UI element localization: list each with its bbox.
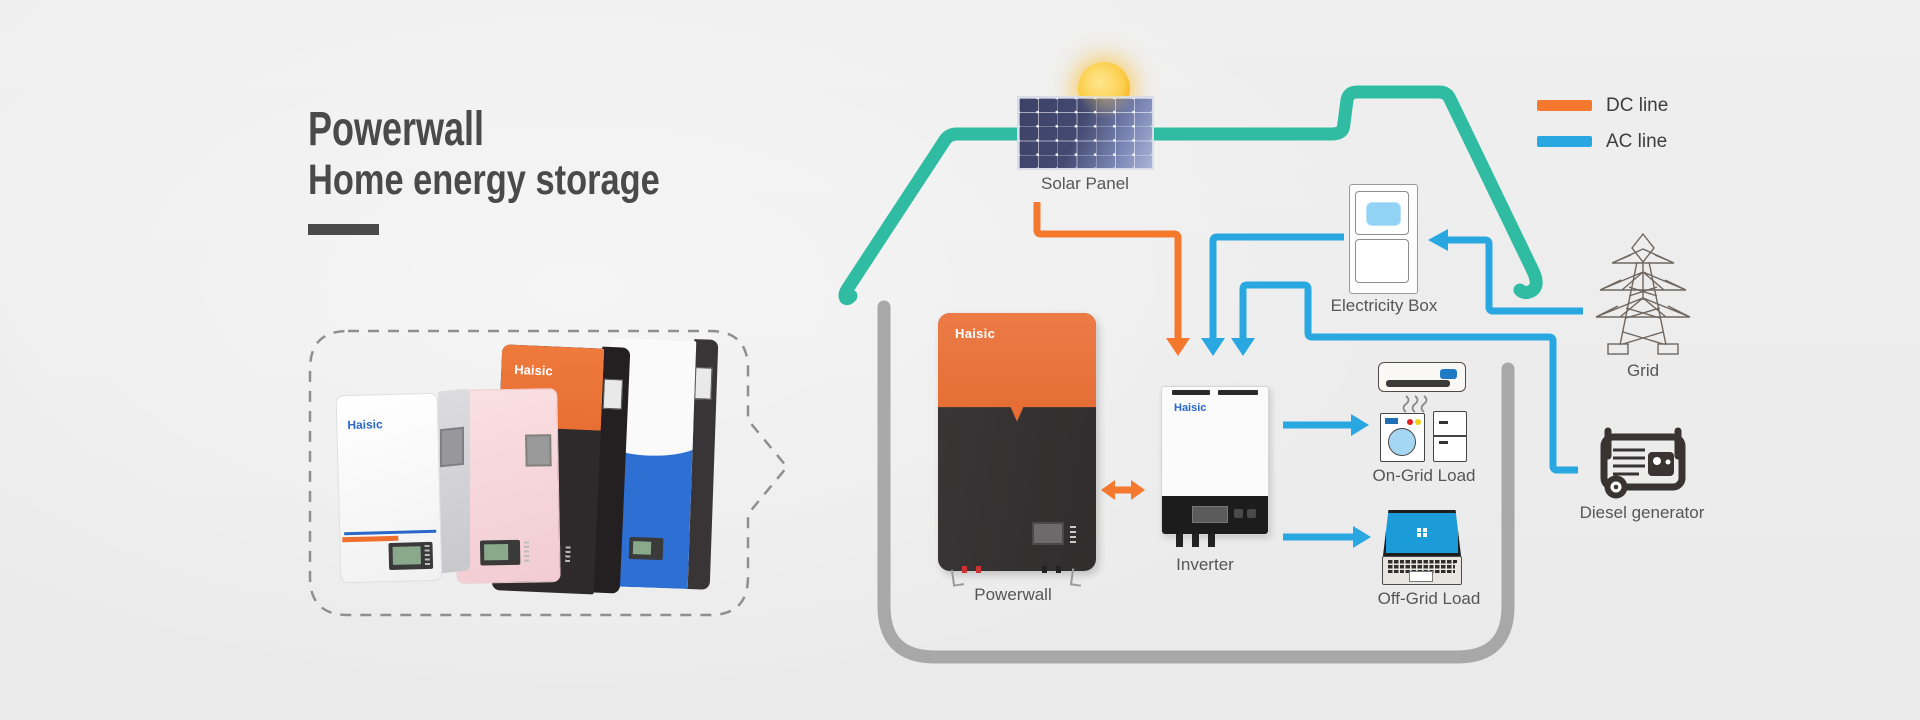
laptop-touchpad <box>1409 571 1433 582</box>
diesel-generator-label: Diesel generator <box>1579 503 1705 522</box>
inverter-label: Inverter <box>1176 555 1234 574</box>
air-conditioner-icon <box>1378 362 1466 392</box>
powerwall-status-leds <box>1070 526 1076 545</box>
powerwall-label: Powerwall <box>974 585 1052 604</box>
arrowhead-down-icon <box>1231 338 1255 356</box>
inverter-button <box>1234 509 1243 518</box>
on-grid-load-label: On-Grid Load <box>1372 466 1476 485</box>
inverter-connector <box>1208 534 1215 547</box>
off-grid-load-label: Off-Grid Load <box>1377 589 1481 608</box>
terminal-pin <box>1042 566 1047 573</box>
inverter-connector <box>1176 534 1183 547</box>
ac-line-label: AC line <box>1606 131 1668 152</box>
laptop-keyboard <box>1388 560 1455 574</box>
unit-side-panel <box>438 388 470 574</box>
unit-display <box>479 539 521 566</box>
diesel-generator-icon <box>1600 427 1686 499</box>
fridge-divider <box>1434 435 1466 437</box>
grid-tower-icon <box>1595 232 1691 355</box>
wall-bracket <box>950 568 965 587</box>
ac-line-swatch <box>1537 136 1592 147</box>
arrowhead-right-icon <box>1351 414 1369 436</box>
unit-label-sticker <box>602 378 624 410</box>
ac-display <box>1440 369 1457 379</box>
refrigerator-icon <box>1433 411 1467 462</box>
wall-bracket <box>1069 568 1084 587</box>
ac-line-inverter-to-offgrid <box>1283 526 1371 548</box>
unit-accent-line-orange <box>342 535 399 543</box>
fridge-handle <box>1439 421 1448 424</box>
terminal-pin <box>962 566 967 573</box>
inverter-button <box>1247 509 1256 518</box>
breaker-switch-icon <box>1366 202 1401 226</box>
unit-status-leds <box>523 541 530 563</box>
ac-vent <box>1386 380 1450 387</box>
title-underline <box>308 224 379 235</box>
washer-control-panel <box>1385 418 1398 424</box>
page-title-line2: Home energy storage <box>308 156 660 204</box>
terminal-pin <box>976 566 981 573</box>
sun-glow <box>1076 60 1136 120</box>
product-unit-white: Haisic <box>335 388 474 586</box>
inverter-unit: Haisic <box>1161 386 1269 547</box>
dc-line-swatch <box>1537 100 1592 111</box>
arrowhead-right-icon <box>1131 480 1145 500</box>
inverter-connector <box>1192 534 1199 547</box>
brand-logo: Haisic <box>514 361 553 379</box>
solar-panel-label: Solar Panel <box>1041 174 1129 193</box>
dc-line-label: DC line <box>1606 95 1669 116</box>
unit-accent-line-blue <box>344 529 437 535</box>
brand-logo: Haisic <box>1174 402 1207 414</box>
unit-status-leds <box>424 544 431 567</box>
washer-yellow-button <box>1415 419 1421 425</box>
unit-side-display <box>440 426 464 468</box>
laptop-icon <box>1380 510 1464 586</box>
dc-line-solar-to-inverter <box>1033 202 1190 356</box>
arrowhead-down-icon <box>1201 338 1225 356</box>
arrowhead-left-icon <box>1101 480 1115 500</box>
vent-slot <box>1172 390 1210 395</box>
powerwall-display <box>1032 522 1064 545</box>
unit-display <box>628 536 664 561</box>
ac-line-inverter-to-ongrid <box>1283 414 1369 436</box>
ac-line-generator-to-inverter <box>1231 281 1578 474</box>
brand-logo: Haisic <box>347 417 383 433</box>
page-title-line1: Powerwall <box>308 103 485 156</box>
windows-logo-icon <box>1417 528 1427 537</box>
inverter-display <box>1192 506 1228 523</box>
electricity-box-icon <box>1349 184 1418 294</box>
powerwall-orange-panel <box>938 313 1096 422</box>
arrowhead-left-icon <box>1428 229 1448 251</box>
powerwall-unit: Haisic <box>938 313 1096 587</box>
terminal-pin <box>1056 566 1061 573</box>
washer-door <box>1388 428 1416 456</box>
unit-side-display <box>525 434 552 467</box>
product-callout-bubble <box>308 329 789 617</box>
washer-red-button <box>1407 419 1413 425</box>
house-wall-outline <box>877 300 1515 664</box>
electricity-box-label: Electricity Box <box>1330 296 1438 315</box>
heat-waves-icon <box>1402 395 1428 413</box>
arrowhead-down-icon <box>1166 338 1190 356</box>
warning-cell <box>1355 239 1409 283</box>
grid-label: Grid <box>1626 361 1660 380</box>
dc-line-powerwall-inverter <box>1101 480 1145 500</box>
ac-line-grid-to-electricity-box <box>1428 229 1583 315</box>
brand-logo: Haisic <box>955 326 996 341</box>
inverter-control-panel <box>1162 496 1268 534</box>
ac-line-electricity-box-to-inverter <box>1201 233 1344 356</box>
laptop-base <box>1382 556 1462 585</box>
washing-machine-icon <box>1380 413 1425 462</box>
breaker-cell <box>1355 191 1409 235</box>
power-button <box>1454 560 1457 563</box>
unit-label-sticker <box>694 367 713 400</box>
roof-line <box>838 85 1543 306</box>
fridge-handle <box>1439 441 1448 444</box>
arrowhead-right-icon <box>1353 526 1371 548</box>
unit-front-panel: Haisic <box>335 392 443 584</box>
vent-slot <box>1218 390 1258 395</box>
